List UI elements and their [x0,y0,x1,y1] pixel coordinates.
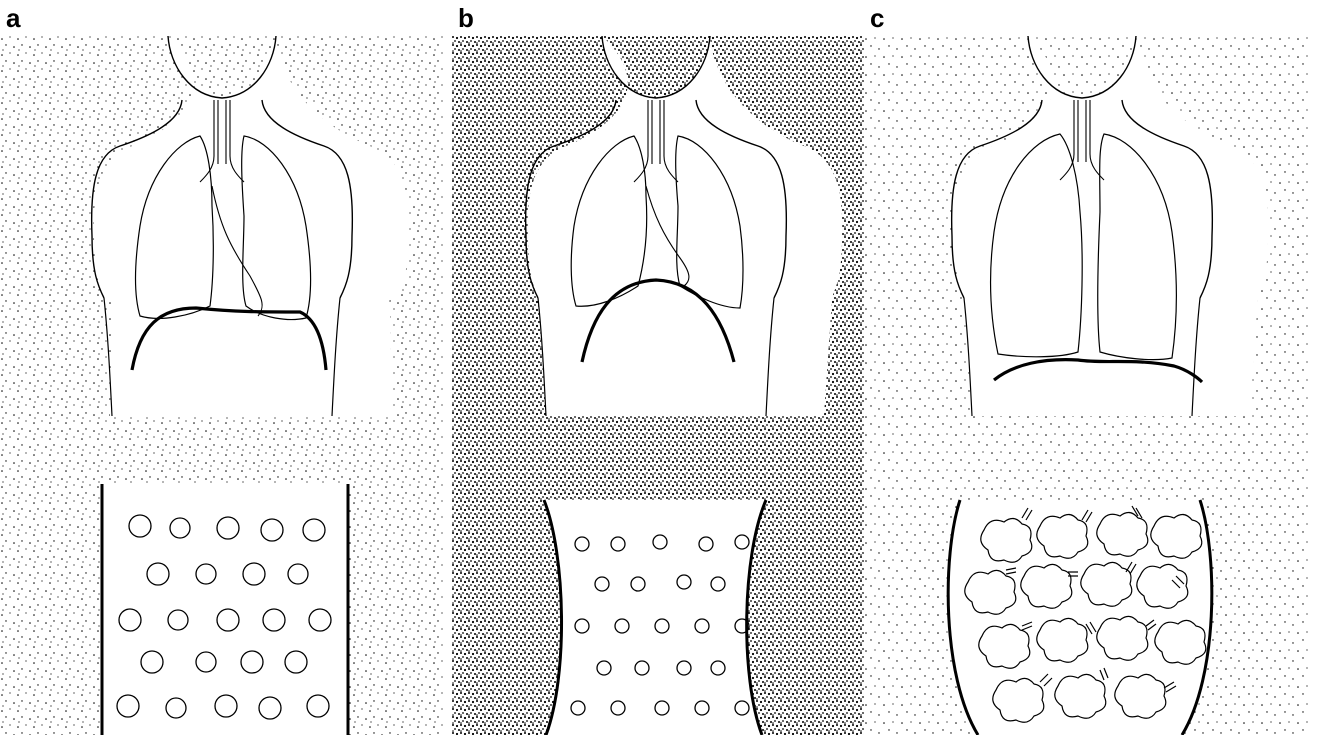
panel-a: a [0,0,444,735]
panel-a-drawing [0,36,444,735]
alveoli-inset-background [948,500,1212,735]
panel-c-drawing [864,36,1308,735]
panel-label-a: a [6,2,20,34]
panel-label-c: c [870,2,884,34]
panel-b: b [452,0,896,735]
panel-label-b: b [458,2,474,34]
panel-b-drawing [452,36,864,735]
alveoli-inset-background [544,500,766,735]
panel-c: c [864,0,1308,735]
